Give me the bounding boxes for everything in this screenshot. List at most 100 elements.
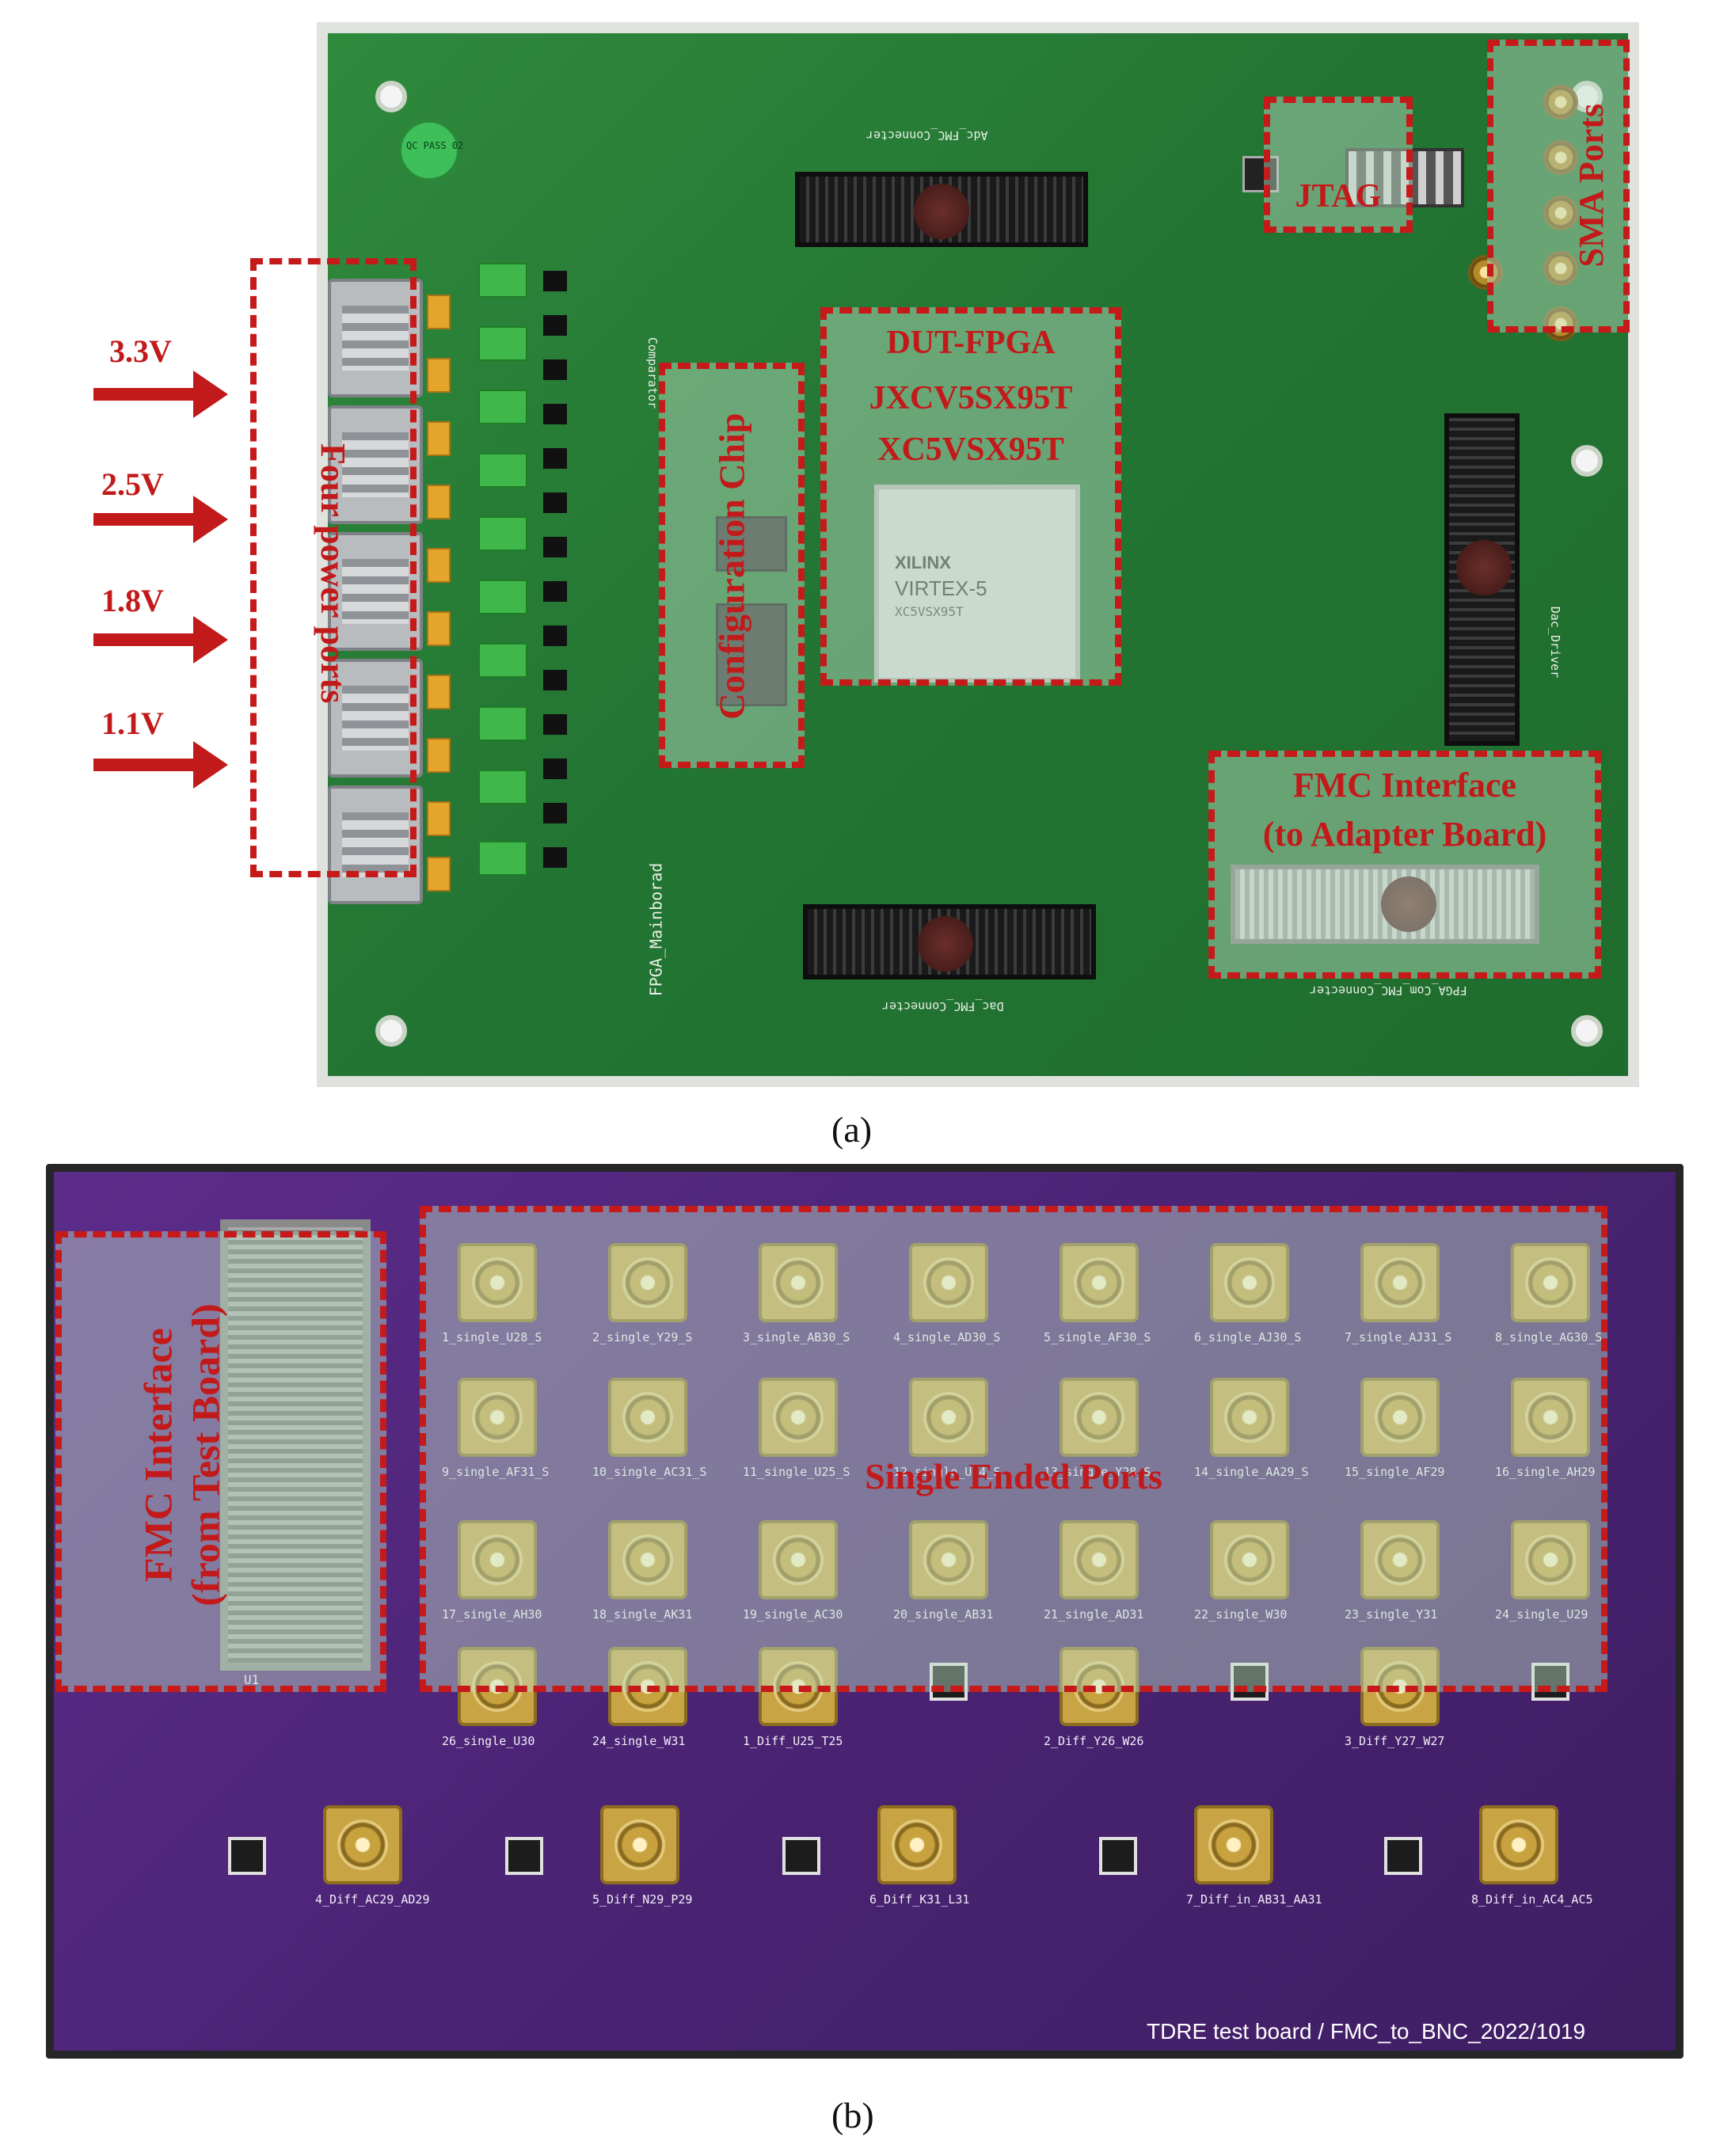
terminal-block bbox=[478, 326, 527, 361]
sma-connector bbox=[608, 1378, 687, 1457]
dut-fpga-label-line1: DUT-FPGA bbox=[886, 325, 1056, 361]
sma-port bbox=[1543, 196, 1578, 230]
terminal-block bbox=[478, 516, 527, 551]
sma-port-label: 20_single_AB31 bbox=[893, 1607, 994, 1622]
power-ports-label: Four power ports bbox=[314, 443, 353, 704]
sma-port-label: 2_Diff_Y26_W26 bbox=[1044, 1734, 1144, 1748]
sma-port-label: 11_single_U25_S bbox=[743, 1465, 850, 1479]
sma-port-label: 19_single_AC30 bbox=[743, 1607, 843, 1622]
connector-cap-disk bbox=[918, 916, 973, 972]
sma-port-label: 4_Diff_AC29_AD29 bbox=[315, 1892, 430, 1907]
right-connector-silk: Dac_Driver bbox=[1548, 606, 1563, 679]
arrow-icon bbox=[93, 496, 228, 543]
sma-port-label: 15_single_AF29 bbox=[1345, 1465, 1445, 1479]
sma-connector bbox=[1511, 1243, 1590, 1322]
tantalum-cap bbox=[427, 421, 451, 456]
sma-connector bbox=[1479, 1805, 1558, 1884]
balun-ic bbox=[1384, 1837, 1422, 1875]
sma-port-label: 3_Diff_Y27_W27 bbox=[1345, 1734, 1445, 1748]
balun-ic bbox=[505, 1837, 543, 1875]
sma-port-label: 9_single_AF31_S bbox=[442, 1465, 550, 1479]
test-header-column bbox=[543, 255, 567, 888]
fmc-adapter-label-line2: (to Adapter Board) bbox=[1262, 815, 1547, 854]
connector-cap-disk bbox=[914, 184, 969, 239]
sma-port bbox=[1543, 306, 1578, 341]
fmc-interface-adapter-callout bbox=[1208, 751, 1601, 979]
config-chip-u4 bbox=[716, 516, 787, 572]
balun-ic bbox=[782, 1837, 820, 1875]
tantalum-cap bbox=[427, 801, 451, 836]
sma-port bbox=[1543, 85, 1578, 120]
sma-port-label: 7_single_AJ31_S bbox=[1345, 1330, 1452, 1344]
sma-port bbox=[1468, 255, 1503, 290]
fpga-chip: XILINX VIRTEX-5 XC5VSX95T bbox=[874, 485, 1080, 683]
power-connector bbox=[328, 405, 423, 524]
qc-stamp-text: QC PASS 02 bbox=[406, 140, 464, 151]
voltage-1v8-label: 1.8V bbox=[101, 583, 164, 618]
tantalum-cap bbox=[427, 738, 451, 773]
fmc-ref-silk: U1 bbox=[244, 1672, 260, 1687]
sma-connector bbox=[1060, 1243, 1139, 1322]
voltage-1v1-label: 1.1V bbox=[101, 705, 164, 741]
tantalum-cap bbox=[427, 857, 451, 892]
sma-connector bbox=[1060, 1520, 1139, 1599]
sma-ports-callout bbox=[1487, 40, 1630, 333]
dut-fpga-label-line2: JXCV5SX95T bbox=[869, 380, 1073, 416]
power-connector bbox=[328, 279, 423, 397]
jtag-callout bbox=[1264, 97, 1413, 233]
sma-port-label: 21_single_AD31 bbox=[1044, 1607, 1144, 1622]
sma-ports-label: SMA Ports bbox=[1571, 103, 1611, 268]
single-ended-ports-callout bbox=[420, 1206, 1607, 1692]
configuration-chip-callout bbox=[659, 363, 805, 768]
sma-port-label: 13_single_Y28_S bbox=[1044, 1465, 1151, 1479]
tantalum-cap bbox=[427, 548, 451, 583]
sma-port-label: 24_single_W31 bbox=[592, 1734, 686, 1748]
sma-connector bbox=[909, 1243, 988, 1322]
fpga-brand-text: XILINX bbox=[895, 553, 951, 572]
bottom-connector-silk: Dac_FMC_Connecter bbox=[882, 999, 1004, 1013]
balun-ic bbox=[1531, 1663, 1569, 1701]
sma-connector bbox=[1360, 1243, 1440, 1322]
sma-connector bbox=[1360, 1378, 1440, 1457]
single-ended-ports-label: Single Ended Ports bbox=[865, 1456, 1162, 1496]
power-connector bbox=[328, 532, 423, 651]
sma-port-label: 1_Diff_U25_T25 bbox=[743, 1734, 843, 1748]
terminal-block bbox=[478, 841, 527, 876]
sma-connector bbox=[458, 1520, 537, 1599]
sma-connector bbox=[759, 1243, 838, 1322]
sma-connector bbox=[759, 1378, 838, 1457]
fpga-reset-button bbox=[1242, 156, 1279, 192]
sma-port-label: 23_single_Y31 bbox=[1345, 1607, 1438, 1622]
caption-a: (a) bbox=[831, 1109, 873, 1150]
configuration-chip-label: Configuration Chip bbox=[711, 413, 752, 720]
top-connector-silk: Adc_FMC_Connecter bbox=[866, 128, 988, 143]
sma-connector bbox=[1511, 1378, 1590, 1457]
sma-connector bbox=[1210, 1243, 1289, 1322]
voltage-2v5-label: 2.5V bbox=[101, 466, 164, 502]
sma-port-label: 7_Diff_in_AB31_AA31 bbox=[1186, 1892, 1322, 1907]
sma-port-label: 14_single_AA29_S bbox=[1194, 1465, 1309, 1479]
fmc-adapter-label-line1: FMC Interface bbox=[1292, 766, 1517, 804]
sma-connector bbox=[600, 1805, 679, 1884]
fmc-interface-test-board-callout bbox=[55, 1231, 386, 1692]
sma-connector bbox=[608, 1243, 687, 1322]
sma-port-label: 4_single_AD30_S bbox=[893, 1330, 1001, 1344]
sma-connector bbox=[759, 1520, 838, 1599]
sma-port-label: 1_single_U28_S bbox=[442, 1330, 542, 1344]
arrow-icon bbox=[93, 371, 228, 418]
sma-connector bbox=[909, 1520, 988, 1599]
tantalum-cap bbox=[427, 358, 451, 393]
balun-ic bbox=[228, 1837, 266, 1875]
sma-port-label: 26_single_U30 bbox=[442, 1734, 535, 1748]
sma-port-label: 12_single_U24_S bbox=[893, 1465, 1001, 1479]
dut-fpga-label-line3: XC5VSX95T bbox=[877, 432, 1064, 468]
sma-port-label: 18_single_AK31 bbox=[592, 1607, 693, 1622]
sma-connector bbox=[877, 1805, 957, 1884]
sma-port-label: 22_single_W30 bbox=[1194, 1607, 1288, 1622]
fmc-connector-silk: FPGA_Com_FMC_Connecter bbox=[1310, 983, 1467, 998]
fpga-part-text: XC5VSX95T bbox=[895, 604, 964, 619]
mounting-hole bbox=[1571, 1015, 1603, 1047]
comparator-silk: Comparator bbox=[645, 337, 660, 409]
power-connector bbox=[328, 785, 423, 904]
sma-port bbox=[1543, 140, 1578, 175]
